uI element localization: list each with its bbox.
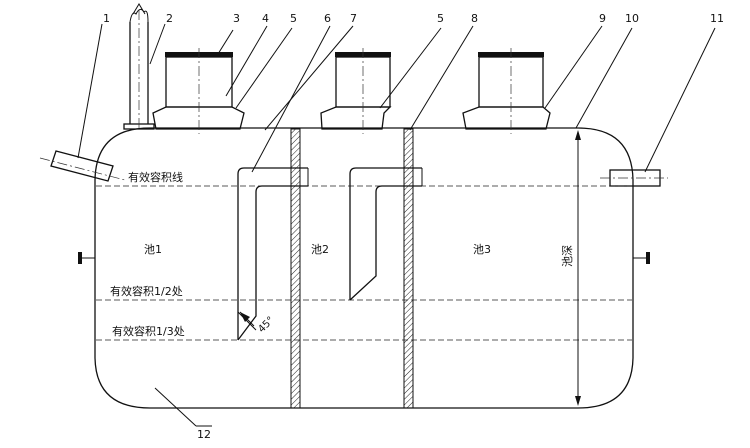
left-lug	[78, 252, 95, 264]
manhole-3	[462, 48, 551, 134]
half-volume-label: 有效容积1/2处	[110, 284, 183, 298]
effective-volume-label: 有效容积线	[128, 170, 183, 184]
tank-body	[94, 127, 634, 409]
tank-2-label: 池2	[311, 243, 329, 256]
callout-5b: 5	[437, 12, 444, 25]
leader-lines	[77, 23, 716, 427]
callout-11: 11	[710, 12, 724, 25]
inlet-pipe-axis	[39, 157, 126, 181]
third-volume-label: 有效容积1/3处	[112, 324, 185, 338]
manhole-2	[320, 48, 392, 134]
callout-7: 7	[350, 12, 357, 25]
depth-dimension	[575, 130, 581, 406]
angle-label: 45°	[256, 315, 276, 335]
callout-8: 8	[471, 12, 478, 25]
callout-5a: 5	[290, 12, 297, 25]
depth-label: 池深	[561, 245, 574, 267]
right-lug	[633, 252, 650, 264]
callout-3: 3	[233, 12, 240, 25]
partition-wall-1	[290, 128, 301, 409]
partition-wall-2	[403, 128, 414, 409]
callout-6: 6	[324, 12, 331, 25]
callout-1: 1	[103, 12, 110, 25]
manhole-base-3	[462, 106, 551, 130]
inlet-pipe	[50, 150, 114, 182]
outlet-pipe	[609, 169, 661, 187]
manhole-1	[152, 48, 245, 134]
tank-3-label: 池3	[473, 243, 491, 256]
angle-marker	[239, 311, 255, 327]
vent-pipe	[123, 3, 155, 130]
manhole-base-2	[320, 106, 392, 130]
transfer-pipe-2	[349, 167, 423, 301]
tank-1-label: 池1	[144, 243, 162, 256]
callout-9: 9	[599, 12, 606, 25]
manhole-base-1	[152, 106, 245, 130]
callout-10: 10	[625, 12, 639, 25]
callout-4: 4	[262, 12, 269, 25]
callout-12: 12	[197, 428, 211, 441]
transfer-pipe-1	[237, 167, 309, 341]
callout-2: 2	[166, 12, 173, 25]
